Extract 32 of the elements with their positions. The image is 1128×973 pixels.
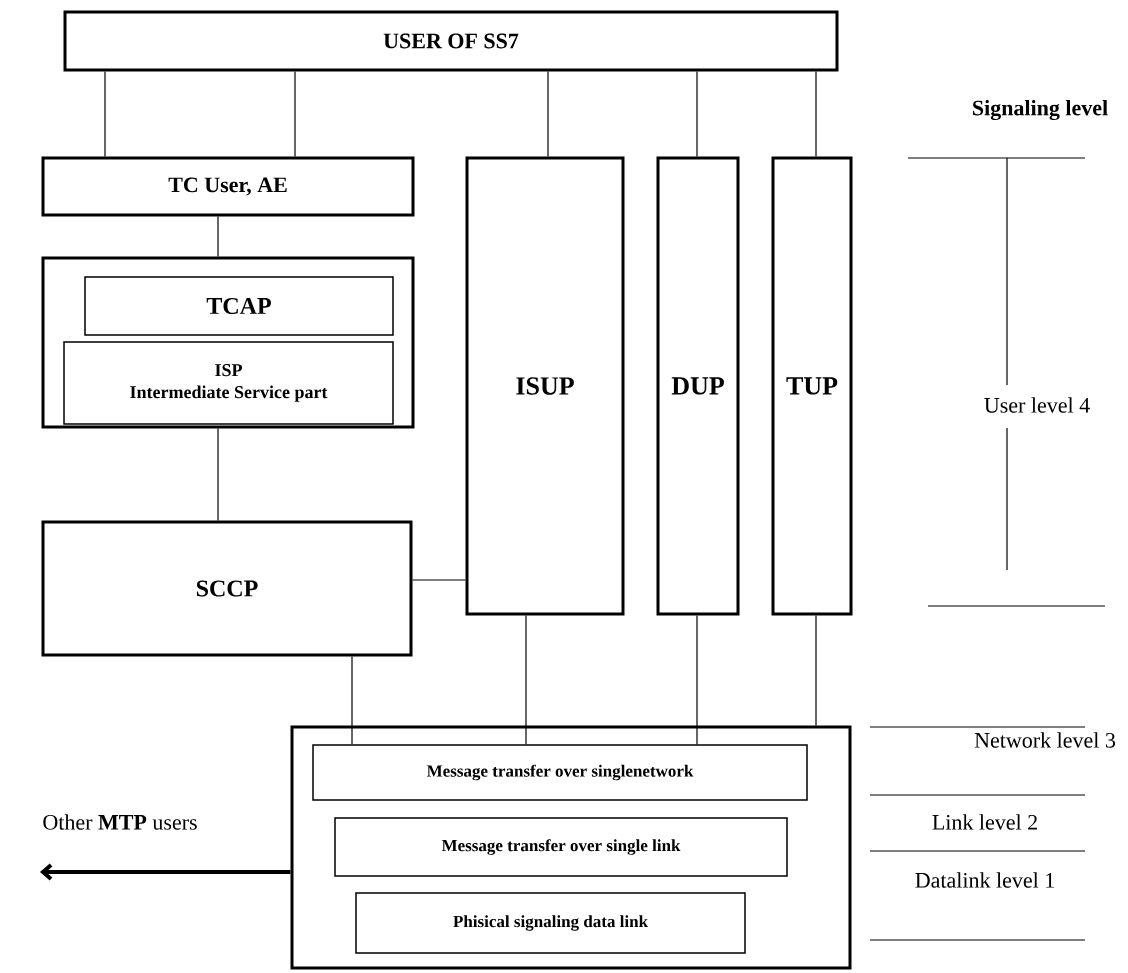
- layer-box: TUP: [771, 156, 853, 616]
- group-box: [290, 725, 852, 970]
- level-label: Signaling level: [970, 98, 1110, 122]
- layer-box: TC User, AE: [41, 156, 415, 217]
- level-label: Link level 2: [930, 813, 1040, 831]
- connector-line: [294, 70, 296, 158]
- level-label: Network level 3: [973, 731, 1117, 749]
- group-box: [41, 256, 415, 429]
- arrow: [40, 863, 291, 881]
- connector-line: [696, 614, 698, 745]
- layer-box: Message transfer over single link: [334, 817, 788, 877]
- connector-line: [217, 215, 219, 258]
- layer-box: USER OF SS7: [63, 10, 839, 72]
- connector-line: [815, 70, 817, 158]
- layer-box: Phisical signaling data link: [355, 892, 746, 954]
- layer-box: DUP: [656, 156, 740, 616]
- connector-line: [104, 70, 106, 158]
- connector-line: [815, 614, 817, 727]
- layer-box: TCAP: [84, 276, 394, 336]
- connector-line: [217, 427, 219, 522]
- layer-box: ISUP: [465, 156, 625, 616]
- layer-box: Message transfer over singlenetwork: [312, 744, 808, 801]
- layer-box: SCCP: [41, 520, 413, 657]
- level-label: User level 4: [982, 396, 1092, 414]
- connector-line: [696, 70, 698, 158]
- connector-line: [351, 655, 353, 745]
- connector-line: [411, 579, 467, 581]
- connector-line: [525, 614, 527, 745]
- connector-line: [547, 70, 549, 158]
- level-label: Datalink level 1: [913, 871, 1057, 889]
- level-label: Other MTP users: [41, 813, 199, 831]
- layer-box: ISP Intermediate Service part: [63, 341, 394, 425]
